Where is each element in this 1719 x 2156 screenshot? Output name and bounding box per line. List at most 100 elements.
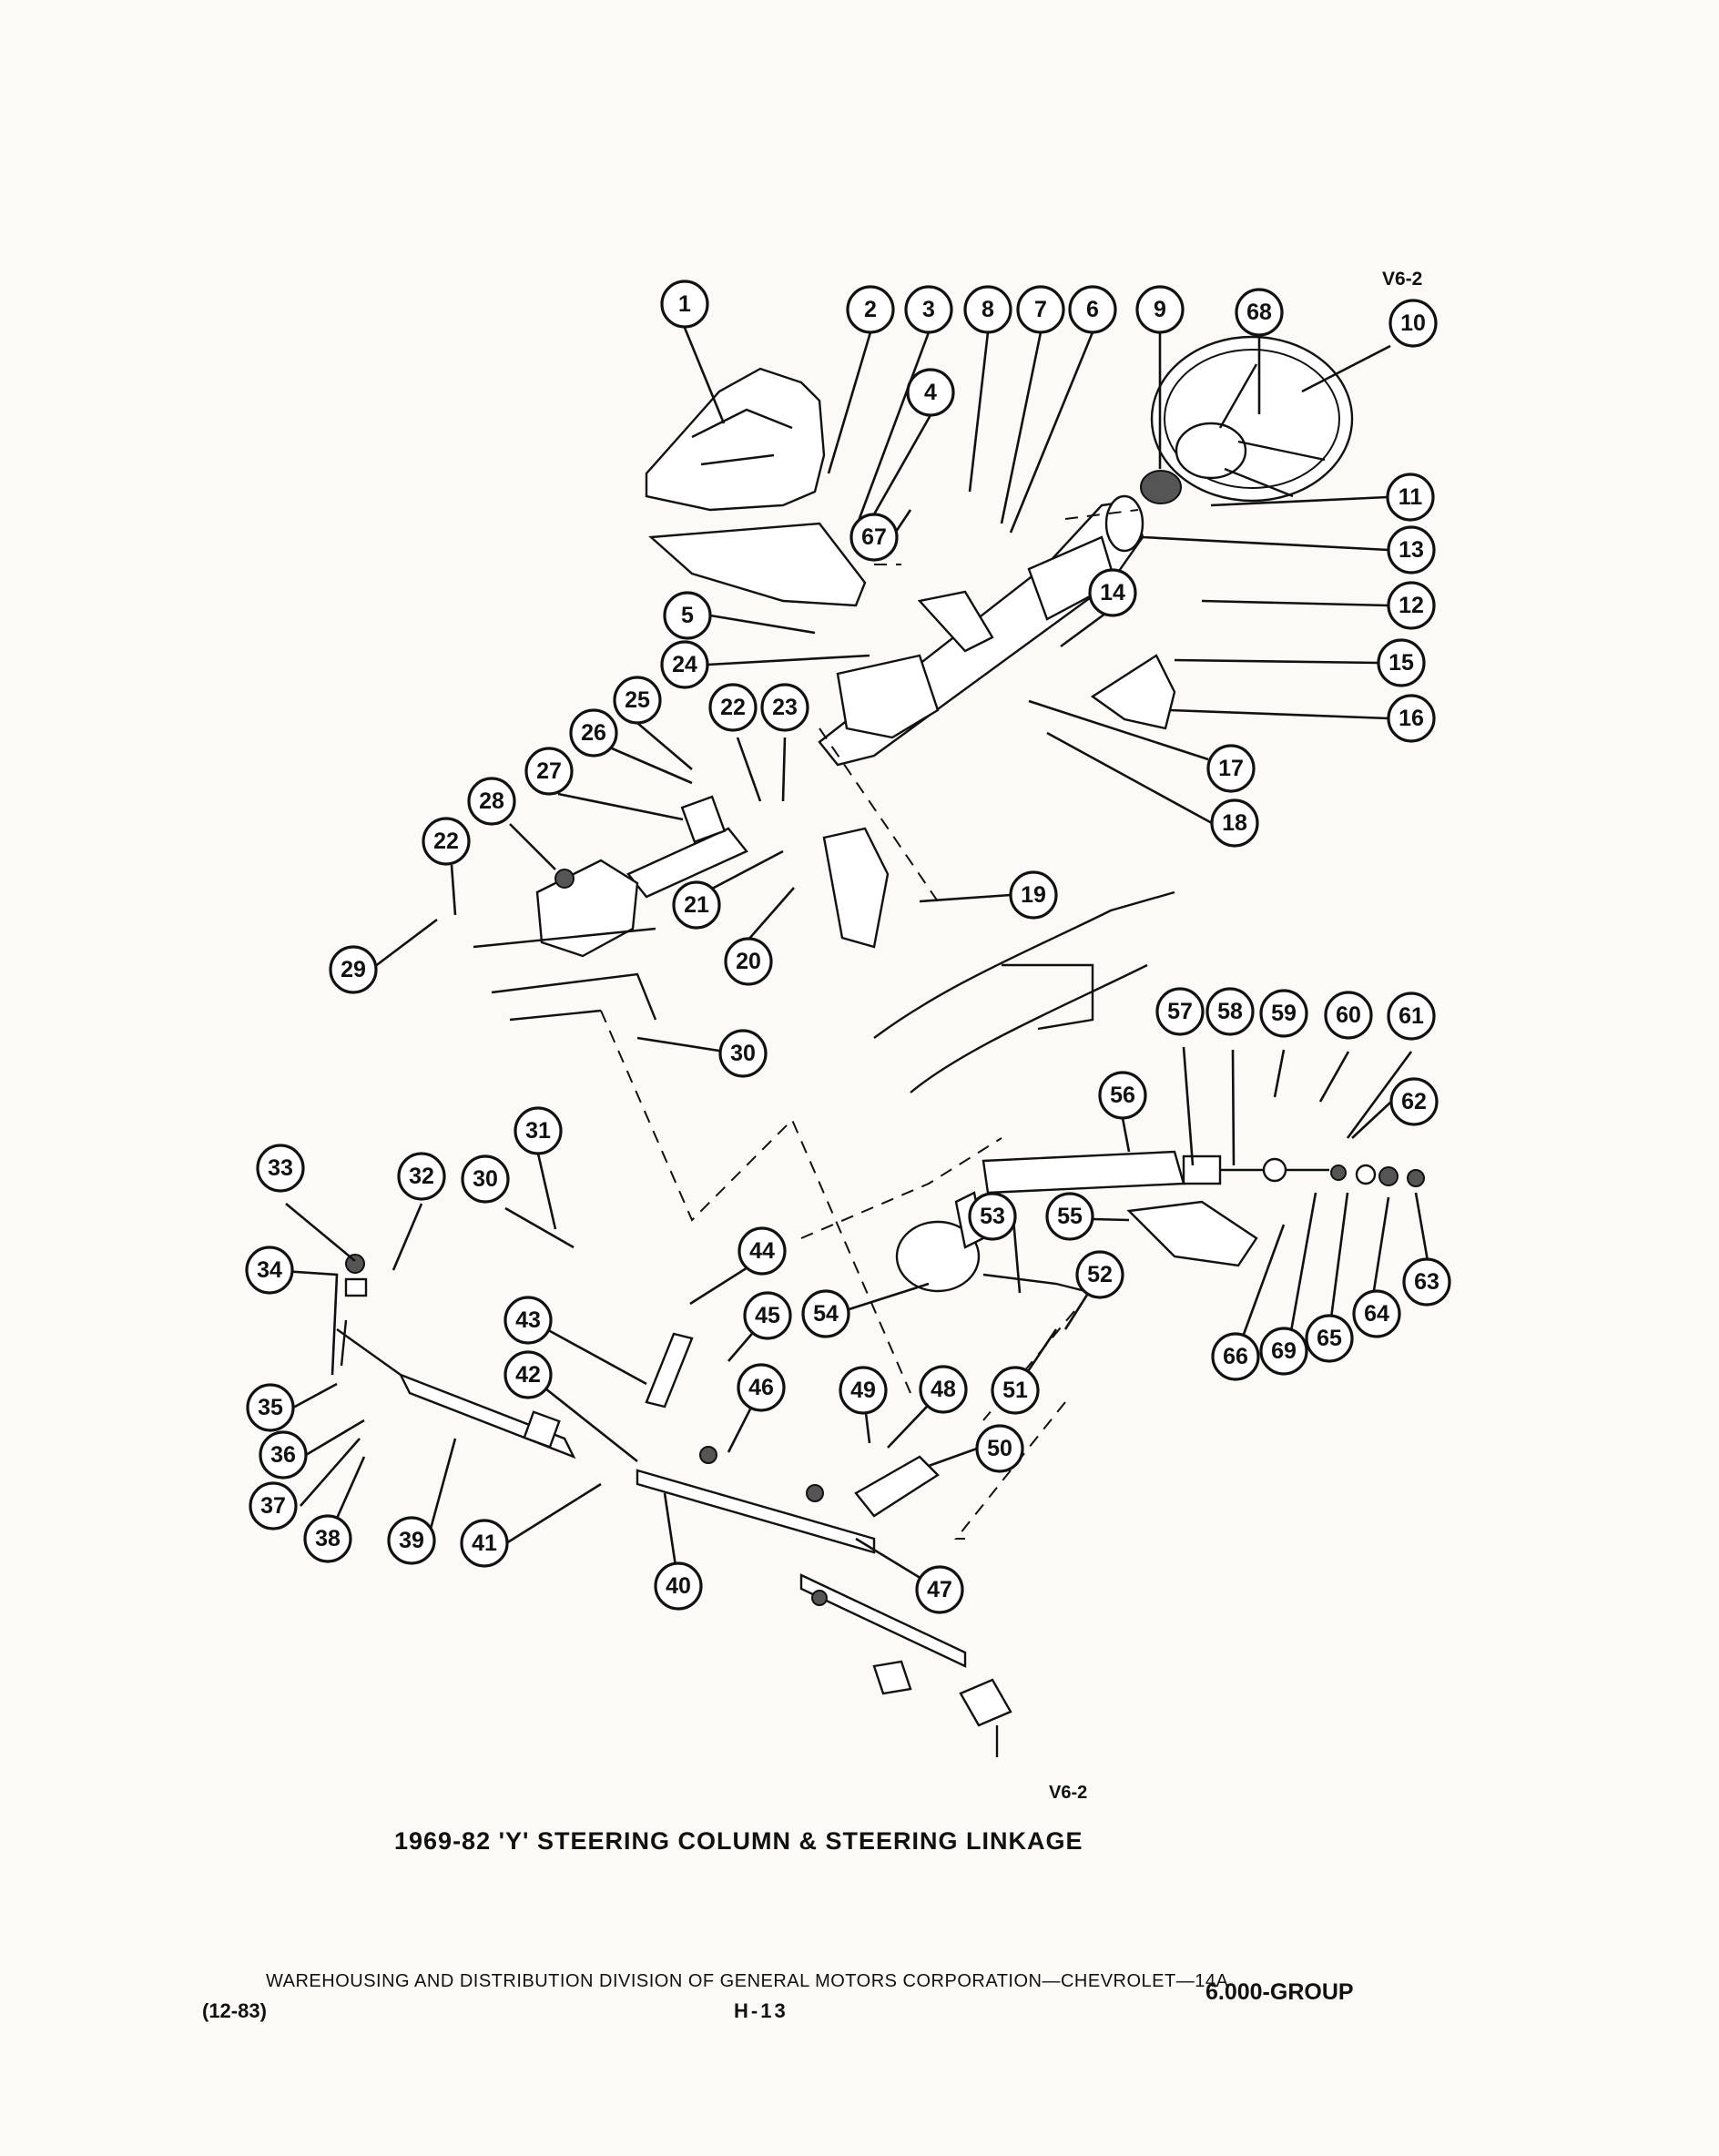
callout-63: 63: [1402, 1257, 1451, 1307]
callout-49: 49: [839, 1366, 888, 1415]
footer-page-number: H-13: [734, 1999, 788, 2022]
svg-text:4: 4: [924, 380, 937, 405]
svg-text:19: 19: [1021, 882, 1046, 908]
svg-text:57: 57: [1167, 999, 1193, 1024]
callout-57: 57: [1155, 987, 1205, 1036]
callout-56: 56: [1098, 1071, 1147, 1120]
callout-59: 59: [1259, 989, 1308, 1038]
svg-text:58: 58: [1217, 999, 1243, 1024]
callout-10: 10: [1388, 299, 1438, 348]
svg-text:34: 34: [257, 1257, 282, 1283]
diagram-code-bottom: V6-2: [1049, 1783, 1088, 1803]
svg-text:47: 47: [927, 1577, 952, 1602]
callout-36: 36: [259, 1430, 308, 1480]
svg-text:10: 10: [1400, 310, 1426, 336]
footer-organization: WAREHOUSING AND DISTRIBUTION DIVISION OF…: [266, 1971, 1229, 1991]
callout-42: 42: [503, 1350, 553, 1399]
callout-41: 41: [460, 1519, 509, 1568]
callout-16: 16: [1387, 694, 1436, 743]
svg-text:67: 67: [861, 524, 887, 550]
svg-text:21: 21: [684, 892, 709, 918]
svg-text:9: 9: [1154, 297, 1166, 322]
callout-14: 14: [1088, 568, 1137, 617]
diagram-title: 1969-82 'Y' STEERING COLUMN & STEERING L…: [394, 1827, 1083, 1855]
svg-text:49: 49: [850, 1378, 876, 1403]
svg-text:18: 18: [1222, 810, 1247, 836]
callout-67: 67: [849, 513, 899, 562]
callout-29: 29: [329, 945, 378, 994]
callout-12: 12: [1387, 581, 1436, 630]
callout-17: 17: [1206, 744, 1256, 793]
callout-1: 1: [660, 280, 709, 329]
svg-text:1: 1: [678, 291, 691, 317]
svg-text:28: 28: [479, 788, 504, 814]
callout-44: 44: [737, 1226, 787, 1276]
svg-text:14: 14: [1100, 580, 1125, 605]
svg-text:8: 8: [982, 297, 994, 322]
svg-text:33: 33: [268, 1155, 293, 1181]
lower-cover: [648, 522, 867, 607]
callout-31: 31: [514, 1106, 563, 1155]
svg-text:43: 43: [515, 1307, 541, 1333]
callout-3: 3: [904, 285, 953, 334]
callout-50: 50: [975, 1424, 1024, 1473]
callout-25: 25: [613, 676, 662, 725]
svg-text:25: 25: [625, 687, 650, 713]
callout-5: 5: [663, 591, 712, 640]
callout-26: 26: [569, 708, 618, 758]
callouts: 1 2 3 8 7 6 9 68 10 4 67 11 13 12 14 15 …: [245, 280, 1451, 1614]
svg-text:48: 48: [931, 1377, 956, 1402]
callout-39: 39: [387, 1516, 436, 1565]
callout-40: 40: [654, 1561, 703, 1611]
callout-60: 60: [1324, 991, 1373, 1040]
callout-52: 52: [1075, 1250, 1124, 1299]
footer-date: (12-83): [202, 1999, 267, 2022]
svg-text:24: 24: [672, 652, 697, 677]
svg-text:42: 42: [515, 1362, 541, 1388]
callout-58: 58: [1205, 987, 1255, 1036]
svg-text:37: 37: [260, 1493, 286, 1519]
callout-22: 22: [708, 683, 758, 732]
svg-text:54: 54: [813, 1301, 839, 1327]
svg-text:69: 69: [1271, 1338, 1297, 1364]
callout-22-lower: 22: [422, 817, 471, 866]
svg-text:55: 55: [1057, 1204, 1083, 1229]
svg-text:30: 30: [730, 1041, 756, 1066]
svg-text:30: 30: [473, 1166, 498, 1192]
svg-text:63: 63: [1414, 1269, 1439, 1295]
callout-38: 38: [303, 1514, 352, 1563]
svg-text:39: 39: [399, 1528, 424, 1553]
svg-text:7: 7: [1034, 297, 1047, 322]
svg-text:22: 22: [720, 695, 746, 720]
callout-53: 53: [968, 1192, 1017, 1241]
svg-text:23: 23: [772, 695, 798, 720]
callout-13: 13: [1387, 525, 1436, 575]
svg-text:15: 15: [1388, 650, 1414, 676]
callout-11: 11: [1386, 473, 1435, 522]
svg-text:31: 31: [525, 1118, 551, 1144]
callout-47: 47: [915, 1565, 964, 1614]
svg-text:65: 65: [1317, 1326, 1342, 1351]
callout-34: 34: [245, 1246, 294, 1295]
tie-rod-right: [799, 1573, 967, 1668]
svg-text:35: 35: [258, 1395, 283, 1420]
callout-7: 7: [1016, 285, 1065, 334]
callout-51: 51: [991, 1366, 1040, 1415]
callout-64: 64: [1352, 1289, 1401, 1338]
callout-45: 45: [743, 1291, 792, 1340]
callout-54: 54: [801, 1289, 850, 1338]
svg-text:5: 5: [681, 603, 694, 628]
callout-4: 4: [906, 368, 955, 417]
callout-15: 15: [1377, 638, 1426, 687]
callout-8: 8: [963, 285, 1012, 334]
svg-text:45: 45: [755, 1303, 780, 1328]
callout-48: 48: [919, 1365, 968, 1414]
callout-28: 28: [467, 777, 516, 826]
svg-text:17: 17: [1218, 756, 1244, 781]
callout-6: 6: [1068, 285, 1117, 334]
steering-wheel: [1150, 335, 1354, 503]
svg-text:46: 46: [748, 1375, 774, 1400]
callout-66: 66: [1211, 1332, 1260, 1381]
svg-text:40: 40: [666, 1573, 691, 1599]
callout-2: 2: [846, 285, 895, 334]
